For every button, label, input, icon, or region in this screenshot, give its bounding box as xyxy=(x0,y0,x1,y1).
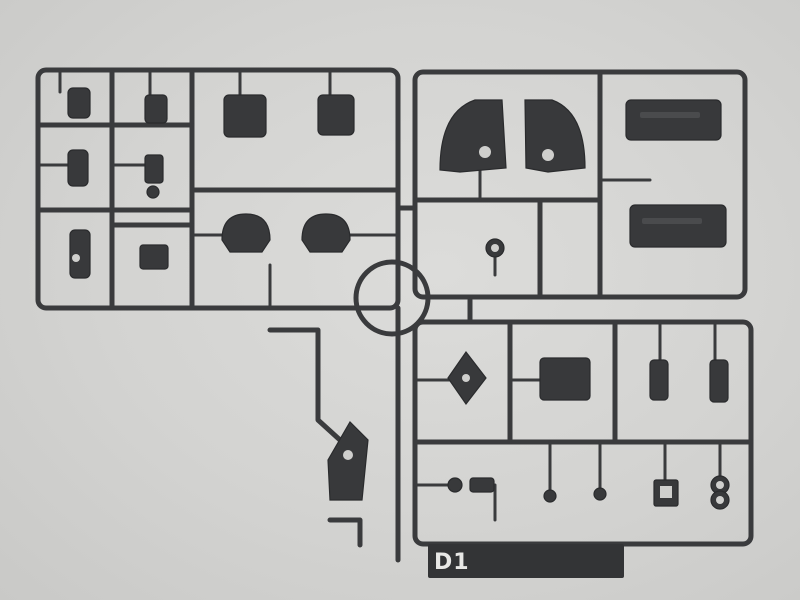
frame-upper-right xyxy=(412,69,748,300)
connector-ring xyxy=(353,259,431,337)
parts-upper-left xyxy=(67,87,355,279)
sprue-tag-label: D1 xyxy=(434,550,470,575)
runner xyxy=(327,517,363,548)
parts-lower xyxy=(327,350,730,510)
sprue-tag-plate xyxy=(428,544,624,578)
parts-upper-right xyxy=(439,99,727,258)
runner xyxy=(267,327,343,443)
